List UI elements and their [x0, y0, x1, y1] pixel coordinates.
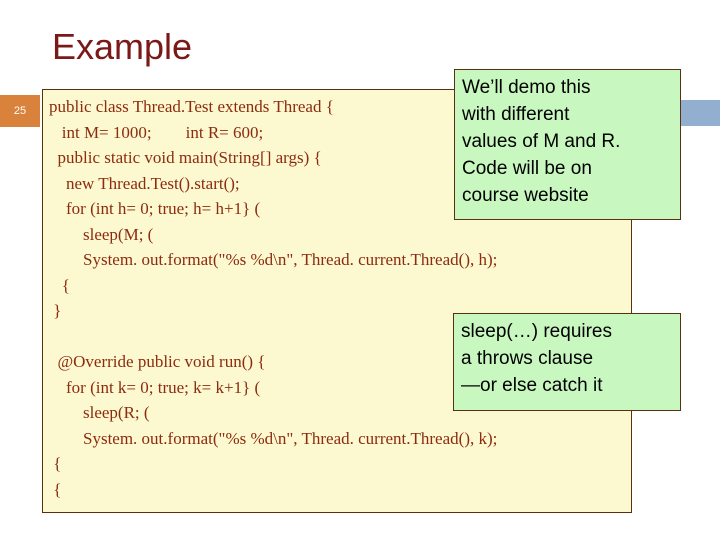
callout-line: with different	[462, 104, 570, 125]
code-line: int M= 1000; int R= 600;	[49, 122, 264, 142]
callout-line: sleep(…) requires	[461, 321, 612, 342]
callout-line: We’ll demo this	[462, 77, 591, 98]
code-line: System. out.format("%s %d\n", Thread. cu…	[49, 250, 498, 269]
right-accent-bar	[681, 100, 720, 126]
code-line: public static void main(String[] args) {	[49, 148, 322, 167]
code-line: }	[49, 301, 62, 320]
slide-number-badge: 25	[0, 95, 40, 127]
callout-sleep-note: sleep(…) requires a throws clause —or else…	[453, 313, 681, 411]
code-line: System. out.format("%s %d\n", Thread. cu…	[49, 428, 498, 448]
code-line: {	[49, 479, 62, 499]
page-title: Example	[52, 26, 193, 67]
callout-line: a throws clause	[461, 348, 594, 369]
callout-line: Code will be on	[462, 158, 592, 179]
slide-number-label: 25	[13, 105, 27, 117]
code-line: for (int h= 0; true; h= h+1} (	[49, 199, 261, 218]
code-line: sleep(M; (	[49, 224, 154, 244]
code-listing: public class Thread.Test extends Thread …	[43, 90, 631, 502]
code-line: @Override public void run() {	[49, 352, 266, 371]
code-line: {	[49, 454, 62, 473]
callout-line: course website	[462, 185, 589, 206]
code-line: sleep(R; (	[49, 403, 150, 422]
callout-line: values of M and R.	[462, 131, 621, 152]
code-line: for (int k= 0; true; k= k+1} (	[49, 377, 261, 397]
code-line: public class Thread.Test extends Thread …	[49, 97, 334, 116]
callout-line: —or else catch it	[461, 375, 603, 396]
callout-demo-note: We’ll demo this with different values of M…	[454, 69, 681, 220]
code-line: {	[49, 275, 70, 295]
code-line: new Thread.Test().start();	[49, 173, 240, 193]
